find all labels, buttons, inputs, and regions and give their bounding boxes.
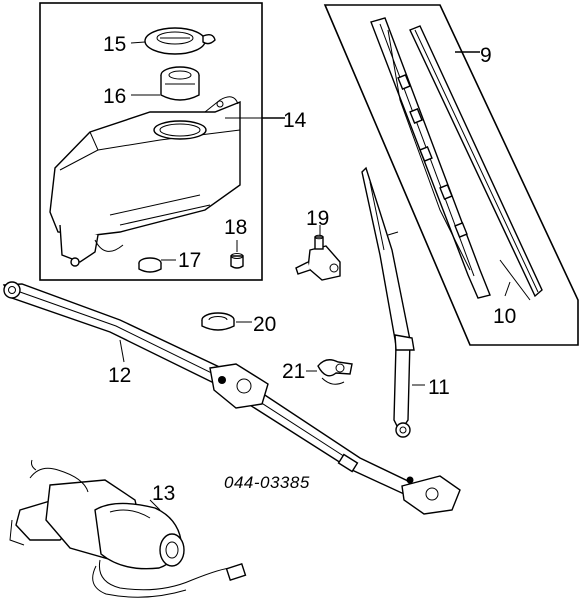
callout-14: 14 xyxy=(283,109,307,132)
callout-12: 12 xyxy=(108,364,131,387)
wiper-linkage xyxy=(2,281,461,515)
callout-9: 9 xyxy=(480,44,492,67)
callout-19: 19 xyxy=(306,207,329,230)
callout-13: 13 xyxy=(152,482,175,505)
filter-plug xyxy=(230,240,244,269)
grommet xyxy=(201,312,252,331)
callout-16: 16 xyxy=(103,85,126,108)
callout-15: 15 xyxy=(103,33,126,56)
callout-18: 18 xyxy=(224,216,247,239)
filler-neck xyxy=(131,66,200,101)
washer-reservoir-tank xyxy=(49,96,262,267)
wiper-blade-group-frame xyxy=(323,4,579,346)
wiper-blade-assembly xyxy=(370,17,491,299)
washer-cap xyxy=(130,27,216,55)
diagram-part-code: 044-03385 xyxy=(224,473,310,492)
wiper-arm xyxy=(361,166,425,438)
wiper-blade-insert xyxy=(409,25,543,301)
washer-nozzle xyxy=(295,225,341,281)
callout-21: 21 xyxy=(282,360,305,383)
callout-20: 20 xyxy=(253,313,276,336)
pump-grommet xyxy=(138,257,176,273)
blade-clips xyxy=(397,74,468,238)
callout-10: 10 xyxy=(493,305,516,328)
reservoir-group-frame xyxy=(39,2,285,281)
wiper-motor xyxy=(9,459,247,598)
callout-11: 11 xyxy=(428,376,450,399)
linkage-clip xyxy=(306,359,353,385)
callout-17: 17 xyxy=(178,249,201,272)
callout-labels: 15 16 14 17 18 9 10 19 20 12 21 11 13 04… xyxy=(103,33,516,505)
